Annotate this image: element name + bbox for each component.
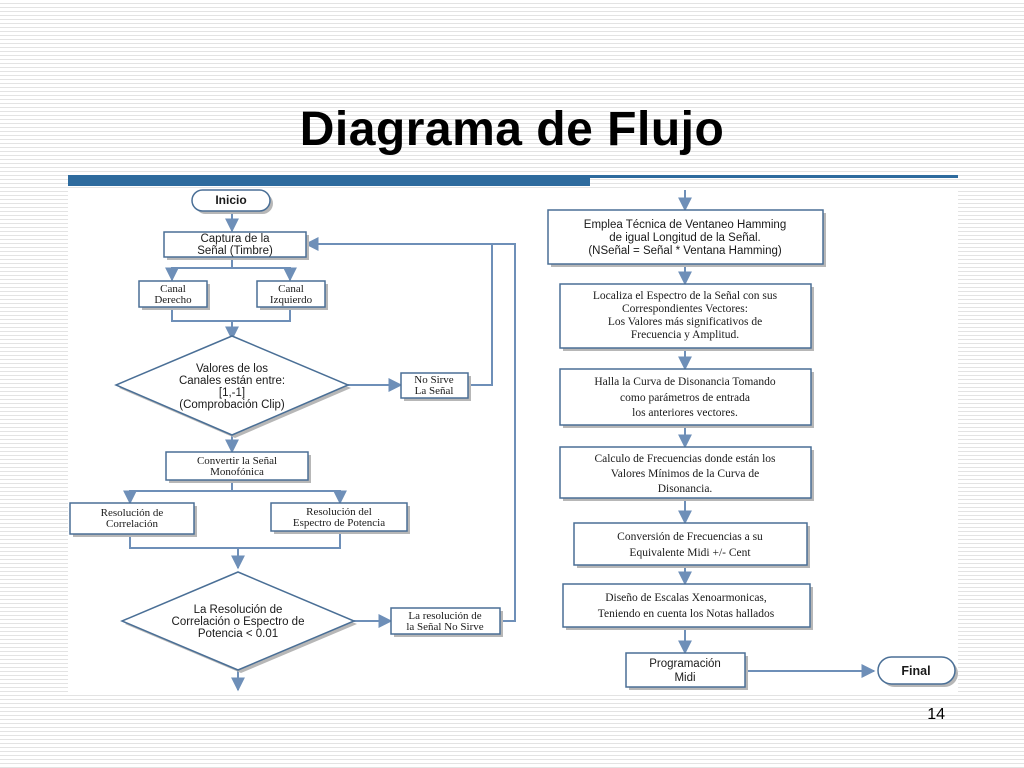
decision-clip-label-4: (Comprobación Clip) <box>179 399 285 411</box>
capture-label-1: Captura de la <box>200 233 270 245</box>
res-no-sirve-box <box>390 607 501 635</box>
channel-left-label-2: Izquierdo <box>270 294 313 306</box>
res-correlation-box <box>69 502 195 535</box>
capture-label-2: Señal (Timbre) <box>197 245 273 257</box>
decision-clip-label-1: Valores de los <box>196 363 268 375</box>
dissonance-label-2: como parámetros de entrada <box>620 392 750 404</box>
dissonance-label-1: Halla la Curva de Disonancia Tomando <box>594 376 776 388</box>
convert-mono-label-1: Convertir la Señal <box>197 455 277 467</box>
capture-box <box>163 231 307 258</box>
scales-box <box>562 583 811 628</box>
title-underline-thin <box>590 175 958 178</box>
conversion-box <box>573 522 808 566</box>
decision-clip-label-3: [1,-1] <box>219 387 245 399</box>
frequencies-label-3: Disonancia. <box>658 483 713 495</box>
decision-clip-diamond <box>114 335 350 436</box>
frequencies-label-1: Calculo de Frecuencias donde están los <box>594 453 776 465</box>
arrow-convert-power <box>232 490 347 505</box>
channel-right-label-1: Canal <box>160 283 186 295</box>
decision-resolution-label-1: La Resolución de <box>194 604 283 616</box>
frequencies-box <box>559 446 812 499</box>
res-correlation-label-2: Correlación <box>106 518 158 530</box>
end-terminal <box>877 656 956 685</box>
arrow-capture-right <box>165 257 233 282</box>
hamming-box <box>547 209 824 265</box>
dissonance-label-3: los anteriores vectores. <box>632 407 738 419</box>
no-sirve-signal-box <box>400 372 469 399</box>
decision-resolution-label-3: Potencia < 0.01 <box>198 628 278 640</box>
res-power-label-1: Resolución del <box>306 506 372 518</box>
decision-clip-label-2: Canales están entre: <box>179 375 285 387</box>
channel-left-box <box>256 280 326 308</box>
res-no-sirve-label-1: La resolución de <box>408 610 481 622</box>
programming-box <box>625 652 746 688</box>
arrow-capture-left <box>232 267 297 282</box>
frequencies-label-2: Valores Mínimos de la Curva de <box>611 468 760 480</box>
channel-right-box <box>138 280 208 308</box>
hamming-label-2: de igual Longitud de la Señal. <box>609 232 761 244</box>
arrow-nosirve-loop <box>304 237 493 386</box>
spectrum-label-4: Frecuencia y Amplitud. <box>631 329 739 341</box>
res-power-label-2: Espectro de Potencia <box>293 517 385 529</box>
start-terminal <box>191 189 271 212</box>
res-no-sirve-label-2: la Señal No Sirve <box>406 621 483 633</box>
hamming-label-1: Emplea Técnica de Ventaneo Hamming <box>584 219 786 231</box>
convert-mono-label-2: Monofónica <box>210 466 264 478</box>
res-correlation-label-1: Resolución de <box>101 507 164 519</box>
dissonance-box <box>559 368 812 426</box>
arrow-nosirve-loop2 <box>492 243 516 622</box>
start-label: Inicio <box>215 193 246 207</box>
title-underline-bar <box>68 175 590 186</box>
conversion-label-2: Equivalente Midi +/- Cent <box>629 547 751 559</box>
connector-res-merge <box>129 531 341 549</box>
no-sirve-signal-label-1: No Sirve <box>414 374 454 386</box>
end-label: Final <box>901 664 930 678</box>
res-power-box <box>270 502 408 532</box>
programming-label-1: Programación <box>649 658 721 670</box>
hamming-label-3: (NSeñal = Señal * Ventana Hamming) <box>588 245 782 257</box>
channel-right-label-2: Derecho <box>154 294 192 306</box>
spectrum-label-2: Correspondientes Vectores: <box>622 303 748 315</box>
arrow-convert-correlation <box>123 480 233 505</box>
spectrum-label-3: Los Valores más significativos de <box>608 316 762 328</box>
conversion-label-1: Conversión de Frecuencias a su <box>617 531 763 543</box>
spectrum-box <box>559 283 812 349</box>
decision-resolution-label-2: Correlación o Espectro de <box>172 616 305 628</box>
no-sirve-signal-label-2: La Señal <box>415 385 454 397</box>
page-number: 14 <box>927 706 945 723</box>
channel-left-label-1: Canal <box>278 283 304 295</box>
convert-mono-box <box>165 451 309 481</box>
decision-resolution-diamond <box>120 571 356 671</box>
slide-title: Diagrama de Flujo <box>299 103 725 156</box>
programming-label-2: Midi <box>674 672 695 684</box>
scales-label-1: Diseño de Escalas Xenoarmonicas, <box>605 592 767 604</box>
spectrum-label-1: Localiza el Espectro de la Señal con sus <box>593 290 778 302</box>
scales-label-2: Teniendo en cuenta los Notas hallados <box>598 608 775 620</box>
